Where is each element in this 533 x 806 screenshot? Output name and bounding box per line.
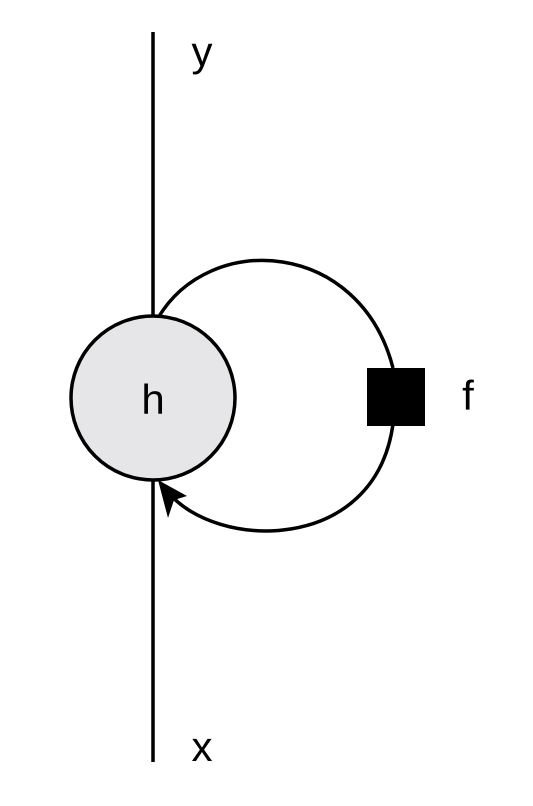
hidden-node-label: h: [141, 376, 164, 423]
loop-arrow-head: [158, 480, 187, 518]
input-label: x: [192, 723, 213, 770]
function-node-label: f: [462, 372, 474, 419]
output-label: y: [192, 28, 213, 75]
recurrent-loop-lower: [166, 423, 395, 533]
function-node: [367, 368, 425, 426]
recurrent-loop-upper: [156, 258, 395, 369]
hidden-node: [69, 314, 237, 482]
